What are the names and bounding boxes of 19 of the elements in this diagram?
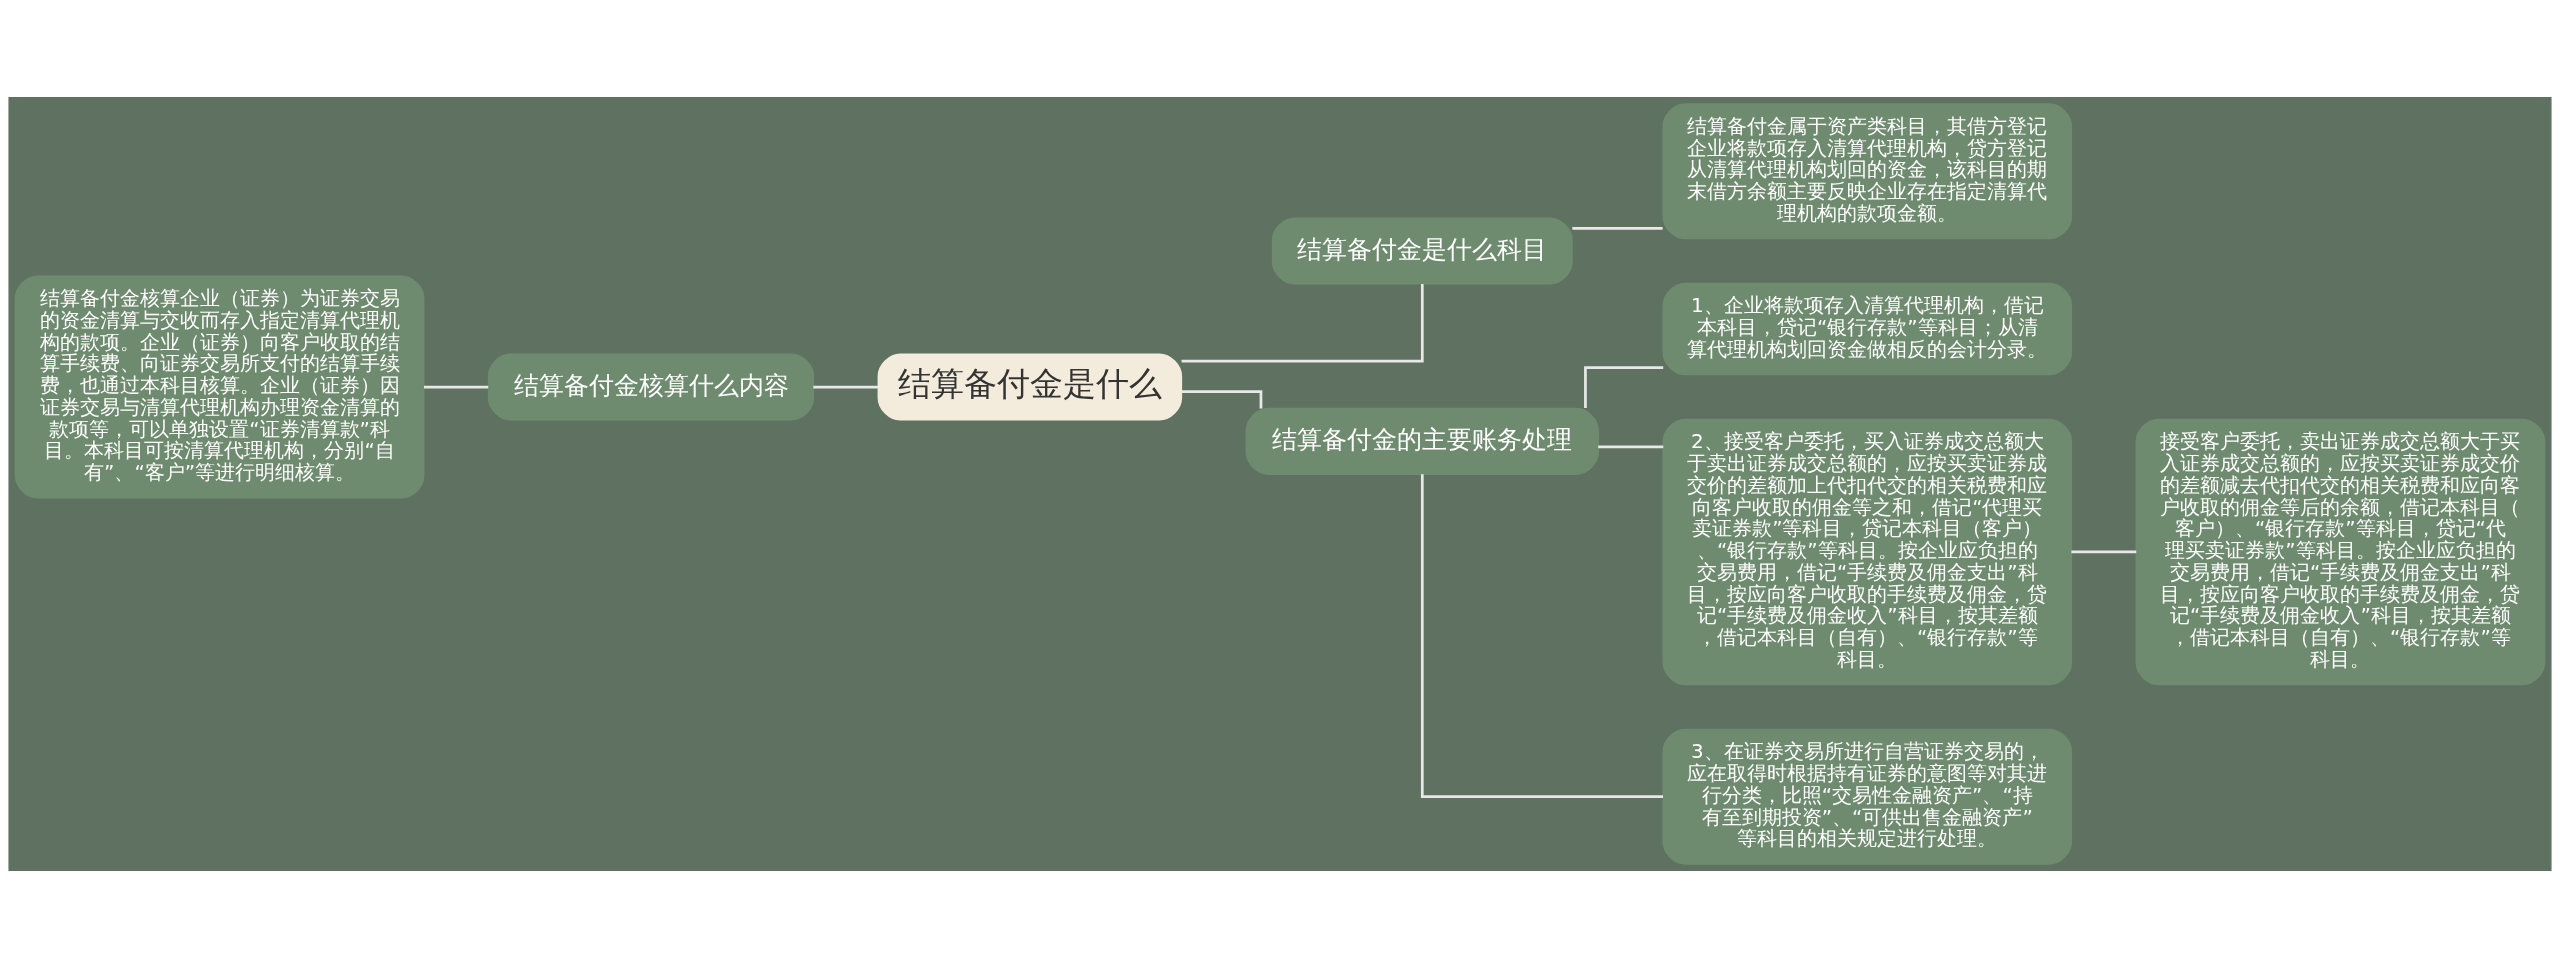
connector: [1572, 227, 1663, 230]
node-box: 结算备付金核算企业（证券）为证券交易的资金清算与交收而存入指定清算代理机构的款项。企业（证券）向客户收取的结算手续费、向证券交易所支付的结算手续费，也通过本科目核算。企业（证券）因证券交易与清算代理机构办理资金清算的款项等，可以单独设置“证券清算款”科目。本科目可按清算代理机构，分别“自有”、“客户”等进行明细核算。: [14, 275, 425, 499]
node-box: 结算备付金的主要账务处理: [1245, 407, 1600, 475]
node-box: 接受客户委托，卖出证券成交总额大于买入证券成交总额的，应按买卖证券成交价的差额减去代扣代交的相关税费和应向客户收取的佣金等后的余额，借记本科目（客户）、“银行存款”等科目，贷记“代理买卖证券款”等科目。按企业应负担的交易费用，借记“手续费及佣金支出”科目，按应向客户收取的手续费及佣金，贷记“手续费及佣金收入”科目，按其差额，借记本科目（自有）、“银行存款”等科目。: [2135, 418, 2546, 686]
connector: [1181, 390, 1263, 409]
connector: [1181, 284, 1424, 363]
connector: [813, 385, 879, 389]
node-box: 3、在证券交易所进行自营证券交易的，应在取得时根据持有证券的意图等对其进行分类，比照“交易性金融资产”、“持有至到期投资”、“可供出售金融资产”等科目的相关规定进行处理。: [1662, 728, 2073, 865]
node-box: 结算备付金是什么科目: [1271, 217, 1573, 285]
connector: [1598, 445, 1664, 449]
node-box: 1、企业将款项存入清算代理机构，借记本科目，贷记“银行存款”等科目；从清算代理机构划回资金做相反的会计分录。: [1662, 282, 2073, 376]
node-box: 结算备付金属于资产类科目，其借方登记企业将款项存入清算代理机构，贷方登记从清算代理机构划回的资金，该科目的期末借方余额主要反映企业存在指定清算代理机构的款项金额。: [1662, 103, 2073, 240]
connector: [1584, 366, 1664, 408]
node-box: 结算备付金是什么: [877, 353, 1183, 421]
connector: [2071, 550, 2137, 554]
node-box: 结算备付金核算什么内容: [487, 353, 815, 421]
connector: [1420, 474, 1664, 799]
connector: [423, 385, 489, 389]
node-box: 2、接受客户委托，买入证券成交总额大于卖出证券成交总额的，应按买卖证券成交价的差额加上代扣代交的相关税费和应向客户收取的佣金等之和，借记“代理买卖证券款”等科目，贷记本科目（客户）、“银行存款”等科目。按企业应负担的交易费用，借记“手续费及佣金支出”科目，按应向客户收取的手续费及佣金，贷记“手续费及佣金收入”科目，按其差额，借记本科目（自有）、“银行存款”等科目。: [1662, 418, 2073, 686]
